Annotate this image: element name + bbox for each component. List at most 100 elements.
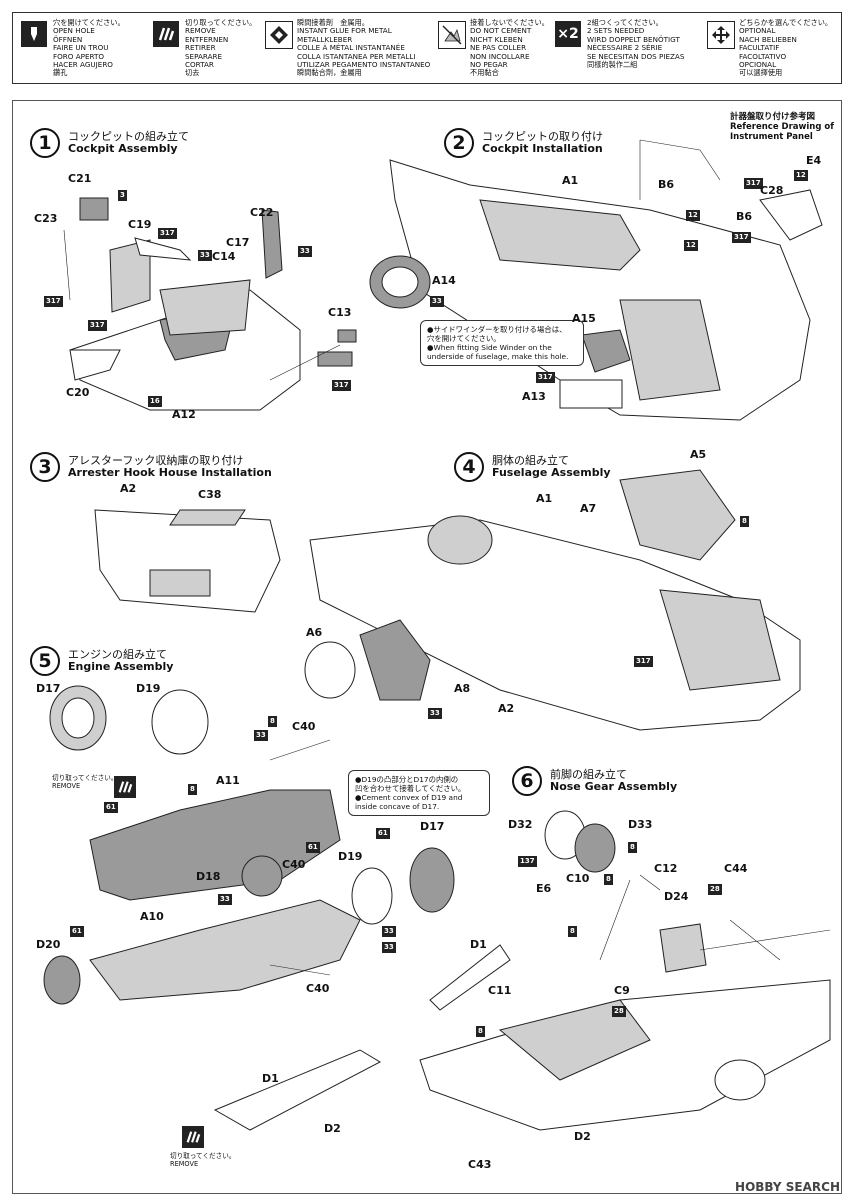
part-label: A1: [562, 174, 579, 187]
part-label: E6: [536, 882, 552, 895]
part-label: A6: [306, 626, 323, 639]
watermark: HOBBY SEARCH: [735, 1180, 840, 1194]
color-badge: 317: [44, 296, 63, 307]
color-badge: 317: [744, 178, 763, 189]
part-label: A7: [580, 502, 597, 515]
part-label: D1: [470, 938, 487, 951]
step-title-en: Engine Assembly: [68, 660, 174, 673]
color-badge: 33: [254, 730, 268, 741]
color-badge: 33: [430, 296, 444, 307]
part-label: D24: [664, 890, 689, 903]
part-label: A5: [690, 448, 707, 461]
part-label: D1: [262, 1072, 279, 1085]
color-badge: 317: [158, 228, 177, 239]
nose-gear-drawing: [419, 810, 831, 1131]
cockpit-assembly-drawing: [63, 197, 357, 411]
engine-assembly-drawing: [43, 685, 455, 1131]
part-label: A1: [536, 492, 553, 505]
part-label: C12: [654, 862, 678, 875]
part-label: A2: [498, 702, 515, 715]
color-badge: 8: [604, 874, 613, 885]
cut-icon: [114, 776, 136, 798]
part-label: C19: [128, 218, 152, 231]
part-label: C28: [760, 184, 784, 197]
color-badge: 8: [628, 842, 637, 853]
color-badge: 16: [148, 396, 162, 407]
part-label: C40: [282, 858, 306, 871]
color-badge: 8: [740, 516, 749, 527]
part-label: C44: [724, 862, 748, 875]
part-label: B6: [736, 210, 753, 223]
part-label: A2: [120, 482, 137, 495]
step-title-jp: 胴体の組み立て: [492, 454, 569, 467]
color-badge: 33: [298, 246, 312, 257]
color-badge: 61: [104, 802, 118, 813]
color-badge: 61: [70, 926, 84, 937]
step-number: 1: [30, 128, 60, 158]
part-label: D19: [136, 682, 161, 695]
no-glue-icon: [438, 21, 466, 49]
part-label: C13: [328, 306, 352, 319]
color-badge: 137: [518, 856, 537, 867]
fuselage-assembly-drawing: [304, 469, 801, 731]
part-label: C21: [68, 172, 92, 185]
part-label: A15: [572, 312, 596, 325]
part-label: A11: [216, 774, 240, 787]
part-label: D32: [508, 818, 533, 831]
step-title-jp: アレスターフック収納庫の取り付け: [68, 454, 244, 467]
step-number: 5: [30, 646, 60, 676]
step-title-jp: コックピットの取り付け: [482, 130, 603, 143]
part-label: D17: [420, 820, 445, 833]
color-badge: 12: [686, 210, 700, 221]
cockpit-installation-drawing: [369, 139, 823, 421]
color-badge: 12: [684, 240, 698, 251]
color-badge: 28: [612, 1006, 626, 1017]
step-title-en: Nose Gear Assembly: [550, 780, 678, 793]
part-label: D17: [36, 682, 61, 695]
part-label: C17: [226, 236, 250, 249]
color-badge: 33: [218, 894, 232, 905]
engine-cement-note: ●D19の凸部分とD17の内側の凹を合わせて接着してください。●Cement c…: [348, 770, 490, 816]
remove-instruction: 切り取ってください。REMOVE: [52, 774, 118, 790]
cut-icon: [182, 1126, 204, 1148]
part-label: D33: [628, 818, 653, 831]
part-label: D2: [574, 1130, 591, 1143]
part-label: C40: [306, 982, 330, 995]
color-badge: 317: [732, 232, 751, 243]
color-badge: 8: [268, 716, 277, 727]
step-title-jp: コックピットの組み立て: [68, 130, 189, 143]
glue-icon: [265, 21, 293, 49]
color-badge: 33: [428, 708, 442, 719]
step-number: 3: [30, 452, 60, 482]
color-badge: 3: [118, 190, 127, 201]
step-number: 6: [512, 766, 542, 796]
color-badge: 8: [188, 784, 197, 795]
step-title-en: Arrester Hook House Installation: [68, 466, 272, 479]
part-label: C22: [250, 206, 274, 219]
arrester-hook-drawing: [94, 509, 281, 613]
step-title-en: Fuselage Assembly: [492, 466, 611, 479]
step-title-en: Cockpit Assembly: [68, 142, 178, 155]
step-number: 2: [444, 128, 474, 158]
part-label: D19: [338, 850, 363, 863]
part-label: A14: [432, 274, 456, 287]
part-label: C23: [34, 212, 58, 225]
part-label: D20: [36, 938, 61, 951]
part-label: D2: [324, 1122, 341, 1135]
color-badge: 317: [536, 372, 555, 383]
color-badge: 28: [708, 884, 722, 895]
part-label: A10: [140, 910, 164, 923]
color-badge: 33: [198, 250, 212, 261]
color-badge: 33: [382, 942, 396, 953]
step-title-jp: エンジンの組み立て: [68, 648, 167, 661]
part-label: C43: [468, 1158, 492, 1171]
color-badge: 12: [794, 170, 808, 181]
part-label: D18: [196, 870, 221, 883]
